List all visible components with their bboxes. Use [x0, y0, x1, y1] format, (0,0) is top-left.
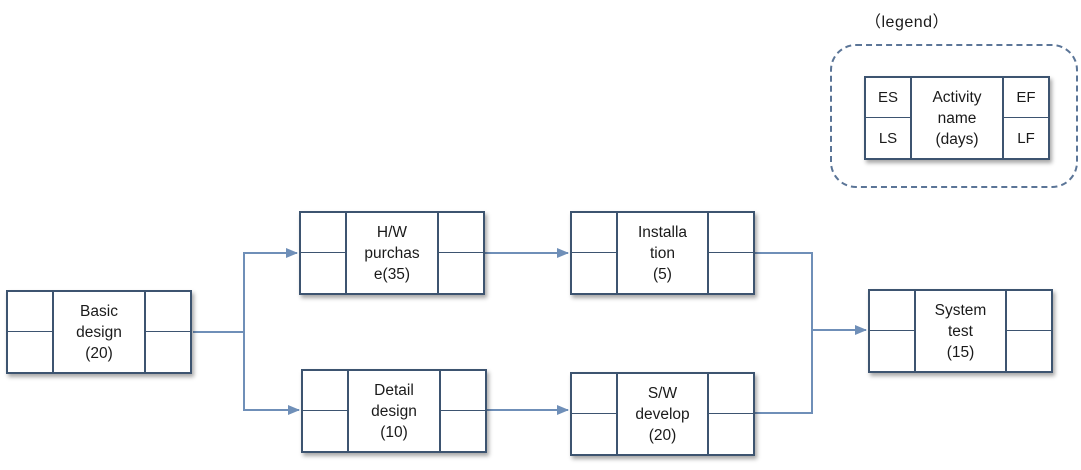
ls-cell: [870, 331, 914, 371]
ef-lf-column: [439, 371, 485, 451]
legend-ef-cell: EF: [1004, 78, 1048, 118]
ef-cell: [441, 371, 485, 411]
ef-lf-column: [707, 213, 753, 293]
lf-cell: [1007, 331, 1051, 371]
es-cell: [870, 291, 914, 331]
connector-sw-develop-to-system-test: [755, 330, 813, 414]
activity-label: S/W develop (20): [635, 384, 690, 444]
ef-lf-column: [707, 374, 753, 454]
es-ls-column: [870, 291, 916, 371]
legend-lf-cell: LF: [1017, 129, 1035, 147]
es-ls-column: [303, 371, 349, 451]
ls-cell: [303, 411, 347, 451]
es-ls-column: [8, 292, 54, 372]
ef-lf-column: [144, 292, 190, 372]
ls-cell: [572, 253, 616, 293]
ef-lf-column: [437, 213, 483, 293]
activity-label: Installa tion (5): [637, 223, 688, 283]
activity-node-system-test: System test (15): [868, 289, 1053, 373]
es-cell: [572, 213, 616, 253]
lf-cell: [709, 253, 753, 293]
es-ls-column: [301, 213, 347, 293]
lf-cell: [439, 253, 483, 293]
connector-basic-to-hw-purchase: [193, 248, 298, 333]
legend-node: ES LS Activity name (days) EF LF: [864, 76, 1050, 160]
lf-cell: [709, 414, 753, 454]
legend-frame: [830, 44, 1078, 188]
lf-cell: [441, 411, 485, 451]
legend-left-column: ES LS: [866, 78, 912, 158]
legend-ls-cell: LS: [878, 129, 898, 147]
activity-node-sw-develop: S/W develop (20): [570, 372, 755, 456]
activity-node-hw-purchase: H/W purchas e(35): [299, 211, 485, 295]
activity-node-basic-design: Basic design (20): [6, 290, 192, 374]
lf-cell: [146, 332, 190, 372]
es-ls-column: [572, 374, 618, 454]
es-cell: [572, 374, 616, 414]
es-cell: [301, 213, 345, 253]
ef-cell: [146, 292, 190, 332]
ef-cell: [709, 213, 753, 253]
legend-title: （legend）: [865, 14, 950, 31]
ef-cell: [439, 213, 483, 253]
legend-es-cell: ES: [866, 78, 910, 118]
ef-cell: [709, 374, 753, 414]
ls-cell: [572, 414, 616, 454]
legend-activity-cell: Activity name (days): [932, 88, 982, 148]
activity-node-detail-design: Detail design (10): [301, 369, 487, 453]
connector-installation-to-system-test: [755, 252, 867, 335]
ef-cell: [1007, 291, 1051, 331]
activity-label: Basic design (20): [76, 302, 122, 362]
es-ls-column: [572, 213, 618, 293]
es-cell: [303, 371, 347, 411]
activity-label: Detail design (10): [371, 381, 417, 441]
ls-cell: [8, 332, 52, 372]
ef-lf-column: [1005, 291, 1051, 371]
connector-basic-to-detail-design: [243, 332, 300, 415]
activity-label: H/W purchas e(35): [364, 223, 420, 283]
legend-right-column: EF LF: [1002, 78, 1048, 158]
activity-label: System test (15): [934, 301, 987, 361]
activity-node-installation: Installa tion (5): [570, 211, 755, 295]
ls-cell: [301, 253, 345, 293]
es-cell: [8, 292, 52, 332]
